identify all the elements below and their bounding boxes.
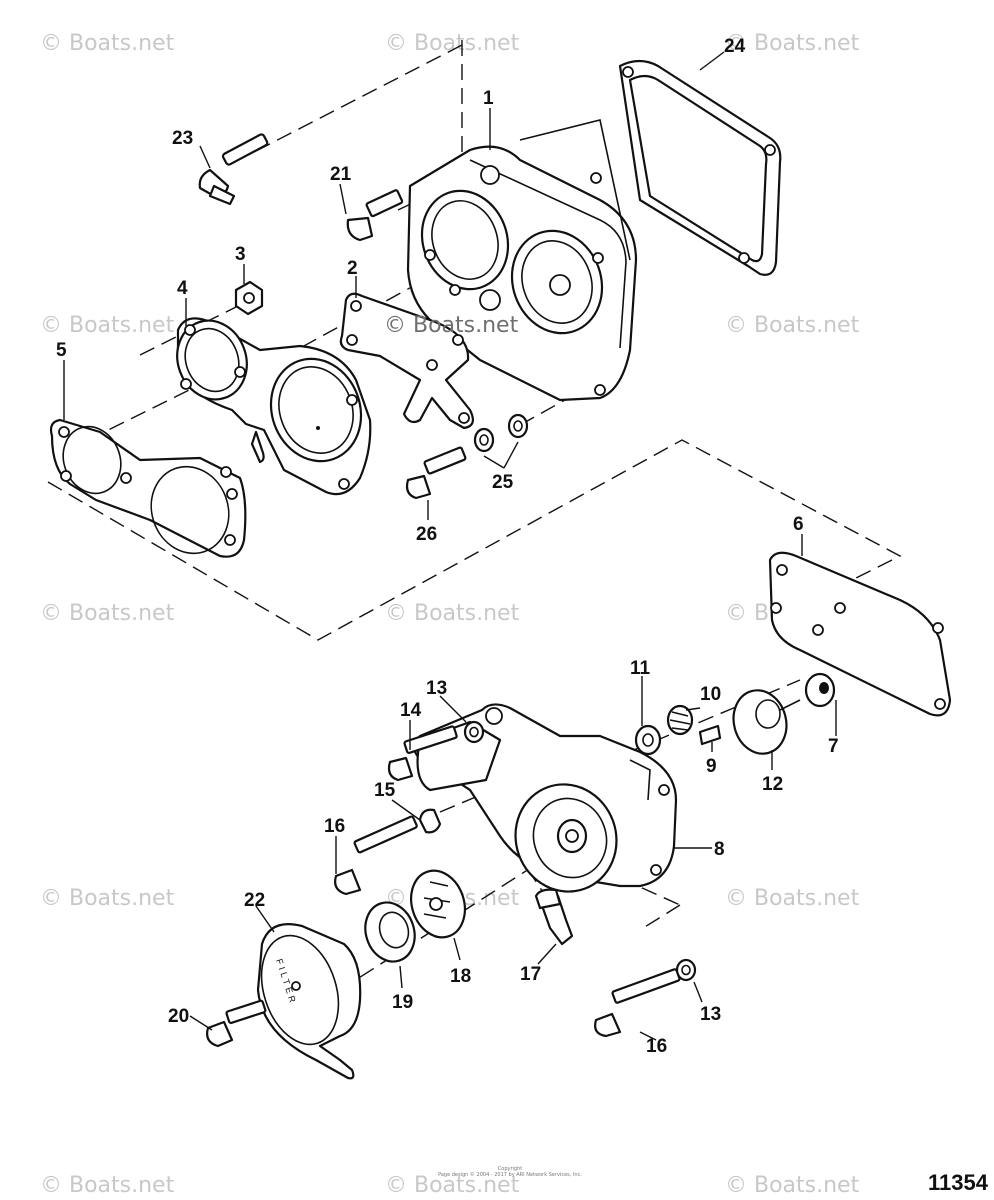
callout-7: 7	[828, 736, 839, 757]
pump-flange-4[interactable]	[166, 311, 375, 496]
watermark: © Boats.net	[385, 31, 520, 56]
watermark: © Boats.net	[725, 313, 860, 338]
bolt-21[interactable]	[346, 189, 404, 242]
callout-17: 17	[520, 964, 541, 985]
diaphragm-plate-7[interactable]	[804, 672, 836, 708]
washer-13[interactable]	[463, 720, 485, 744]
filter-cover-22[interactable]: FILTER	[248, 923, 362, 1080]
watermark: © Boats.net	[725, 31, 860, 56]
washer-11[interactable]	[634, 724, 662, 756]
callout-14: 14	[400, 700, 422, 721]
gasket-6[interactable]	[768, 551, 952, 717]
copyright-line-2: Page design © 2004 - 2017 by ARI Network…	[438, 1172, 582, 1178]
callout-23: 23	[172, 128, 193, 149]
callout-22: 22	[244, 890, 265, 911]
bolt-26[interactable]	[405, 446, 467, 500]
watermark: © Boats.net	[40, 1173, 175, 1198]
callout-20: 20	[168, 1006, 189, 1027]
fitting-17[interactable]	[534, 888, 574, 946]
center-watermark: © Boats.net	[384, 313, 519, 338]
callout-3: 3	[235, 244, 246, 265]
pump-body-8[interactable]	[413, 703, 678, 905]
leader-lines	[63, 51, 837, 1041]
callout-24: 24	[724, 36, 746, 57]
copyright-notice: Copyright Page design © 2004 - 2017 by A…	[410, 1166, 610, 1178]
elbow-fitting-23[interactable]	[198, 133, 269, 206]
watermark: © Boats.net	[725, 886, 860, 911]
callout-16-upper: 16	[324, 816, 345, 837]
lockwashers-25[interactable]	[473, 413, 529, 453]
diagram-number: 11354	[928, 1170, 988, 1195]
callout-15: 15	[374, 780, 396, 801]
diaphragm-12[interactable]	[727, 684, 801, 759]
pump-cover-1[interactable]	[406, 119, 638, 402]
watermark: © Boats.net	[40, 886, 175, 911]
screw-14[interactable]	[387, 725, 458, 782]
callout-8: 8	[714, 839, 725, 860]
callout-19: 19	[392, 992, 413, 1013]
callout-2: 2	[347, 258, 358, 279]
callout-9: 9	[706, 756, 717, 777]
callout-1: 1	[483, 88, 494, 109]
nut-3[interactable]	[234, 280, 264, 316]
callout-12: 12	[762, 774, 783, 795]
mounting-bracket-2[interactable]	[339, 292, 475, 430]
callout-25: 25	[492, 472, 514, 493]
screw-16-lower[interactable]	[594, 968, 681, 1038]
watermark: © Boats.net	[725, 1173, 860, 1198]
callout-16-lower: 16	[646, 1036, 667, 1057]
screw-16[interactable]	[334, 815, 418, 896]
watermark: © Boats.net	[40, 601, 175, 626]
valve-disc-18[interactable]	[403, 864, 473, 945]
copyright-line-1: Copyright	[497, 1166, 523, 1172]
callout-13-lower: 13	[700, 1004, 721, 1025]
callout-11: 11	[630, 658, 651, 679]
callout-6: 6	[793, 514, 804, 535]
clip-15[interactable]	[418, 808, 442, 834]
callout-10: 10	[700, 684, 721, 705]
gasket-24[interactable]	[590, 59, 782, 276]
callout-21: 21	[330, 164, 352, 185]
watermark: © Boats.net	[40, 31, 175, 56]
callouts: 1 2 3 4 5 6 7 8 9 10 11 12 13 13 14 15 1…	[56, 36, 839, 1057]
callout-4: 4	[177, 278, 188, 299]
watermark: © Boats.net	[385, 601, 520, 626]
screw-9[interactable]	[698, 724, 722, 746]
screw-20[interactable]	[206, 999, 267, 1048]
callout-18: 18	[450, 966, 471, 987]
callout-5: 5	[56, 340, 67, 361]
gasket-5[interactable]	[49, 418, 247, 564]
seal-ring-19[interactable]	[358, 896, 422, 968]
callout-26: 26	[416, 524, 437, 545]
watermark: © Boats.net	[385, 1173, 520, 1198]
callout-13-upper: 13	[426, 678, 447, 699]
spring-10[interactable]	[666, 704, 694, 736]
watermark: © Boats.net	[40, 313, 175, 338]
